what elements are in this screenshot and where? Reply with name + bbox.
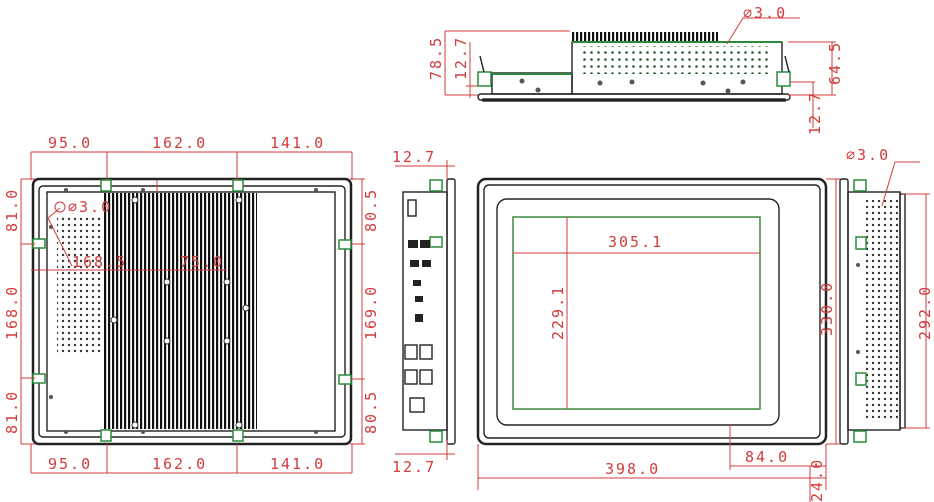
- dim-back-hole: ⌀3.0: [68, 198, 112, 216]
- usb-port: [410, 260, 419, 267]
- lan-port: [420, 240, 430, 248]
- right-side-vent: [866, 200, 898, 422]
- mount-bracket: [232, 179, 244, 192]
- dim-back-bottom-1: 95.0: [48, 455, 92, 473]
- back-view-outer-frame: [31, 177, 353, 446]
- dim-total-height: 330.0: [818, 281, 836, 336]
- dim-right-hole: ⌀3.0: [846, 146, 890, 164]
- front-view-outer-frame: [476, 177, 828, 446]
- dim-back-left-1: 81.0: [3, 188, 21, 232]
- dim-back-left-2: 168.0: [3, 285, 21, 340]
- dim-total-width: 398.0: [605, 460, 660, 478]
- com-port: [419, 344, 433, 360]
- top-view-vent: [582, 46, 772, 74]
- mount-bracket: [232, 429, 244, 442]
- mount-bracket: [100, 179, 112, 192]
- dim-back-right-3: 80.5: [362, 390, 380, 434]
- usb-port: [407, 199, 417, 217]
- mount-bracket: [100, 429, 112, 442]
- back-view-heatsink: [104, 193, 257, 429]
- usb-port: [422, 260, 431, 267]
- dim-back-inner-v: 75.0: [180, 253, 224, 271]
- dim-back-left-3: 81.0: [3, 390, 21, 434]
- dim-back-inner-h: 168.5: [72, 253, 127, 271]
- com-port: [404, 344, 418, 360]
- com-port: [404, 369, 418, 385]
- port: [415, 296, 423, 302]
- dim-io-bottom-depth: 12.7: [392, 458, 436, 476]
- back-view-vent: [57, 217, 103, 355]
- right-side-view: ⌀3.0 292.0: [839, 146, 934, 445]
- port: [415, 314, 423, 322]
- top-view-heatsink-fins: [572, 32, 718, 42]
- io-side-view: 12.7 12.7: [392, 148, 456, 476]
- hdmi-port: [413, 280, 421, 286]
- mount-bracket: [338, 374, 352, 385]
- io-side-bezel: [446, 178, 456, 445]
- lan-port: [408, 240, 418, 248]
- top-view-bracket-left: [477, 71, 492, 87]
- top-view-bracket-right: [776, 71, 791, 87]
- front-view: 305.1 229.1 330.0 398.0 84.0 24.0: [476, 177, 845, 502]
- dim-top-height-total: 78.5: [427, 36, 445, 80]
- dim-active-width: 305.1: [608, 233, 663, 251]
- dim-back-right-2: 169.0: [362, 285, 380, 340]
- dim-io-top-depth: 12.7: [392, 148, 436, 166]
- dim-back-top-2: 162.0: [152, 134, 207, 152]
- dim-offset-x: 84.0: [745, 448, 789, 466]
- back-view: 95.0 162.0 141.0 95.0 162.0 141.0 81.0 1…: [3, 134, 380, 474]
- top-view-body-left: [491, 72, 573, 95]
- io-side-body: [402, 191, 448, 431]
- top-view-bezel-lip: [482, 98, 786, 102]
- dim-back-right-1: 80.5: [362, 188, 380, 232]
- dim-back-bottom-3: 141.0: [270, 455, 325, 473]
- top-view: 78.5 12.7 64.5 12.7 ⌀3.0: [427, 4, 844, 135]
- com-port: [419, 369, 433, 385]
- dim-active-height: 229.1: [549, 285, 567, 340]
- dim-top-flange: 12.7: [452, 36, 470, 80]
- dim-back-top-1: 95.0: [48, 134, 92, 152]
- dim-offset-y: 24.0: [808, 458, 826, 502]
- mount-bracket: [338, 239, 352, 250]
- dim-top-flange-bottom: 12.7: [806, 91, 824, 135]
- dim-back-top-3: 141.0: [270, 134, 325, 152]
- power-connector: [409, 397, 425, 413]
- dim-right-height: 292.0: [916, 285, 934, 340]
- display-active-area: [512, 216, 761, 410]
- dim-top-body-height: 64.5: [826, 41, 844, 85]
- dim-top-hole: ⌀3.0: [743, 4, 787, 22]
- dim-back-bottom-2: 162.0: [152, 455, 207, 473]
- front-view-bezel: [496, 198, 780, 426]
